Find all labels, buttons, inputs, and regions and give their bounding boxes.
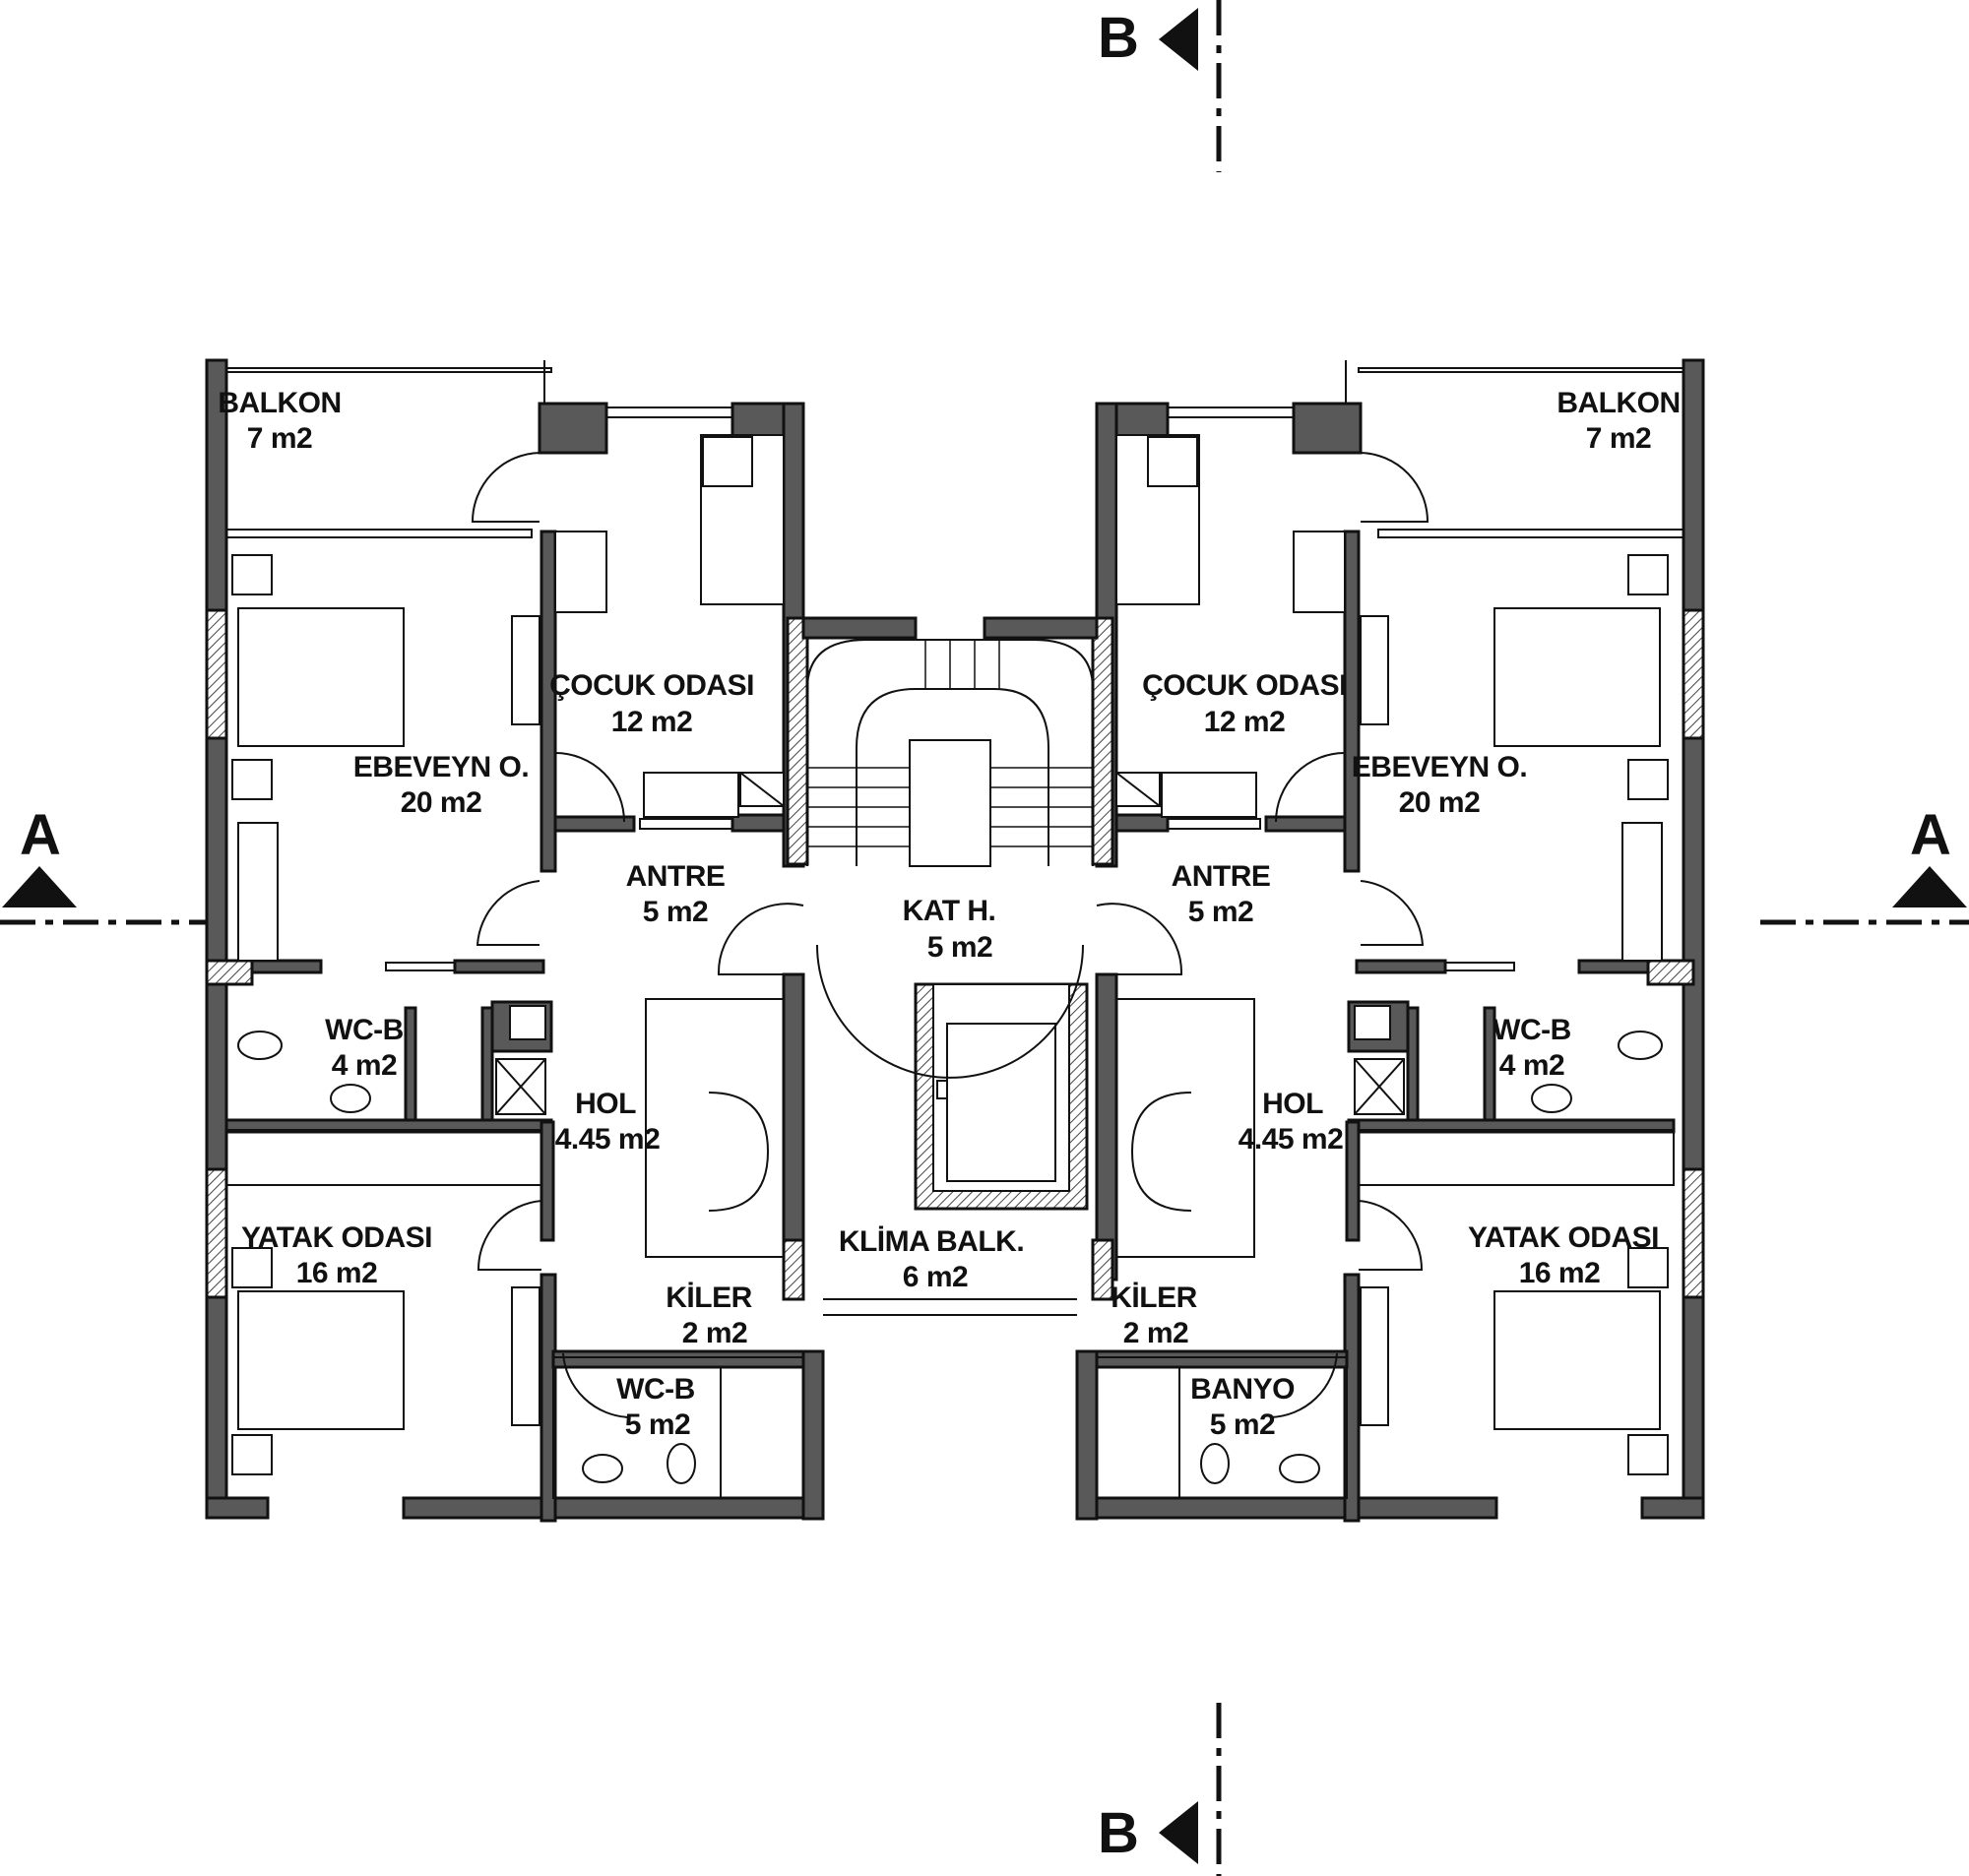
door-swings xyxy=(471,452,1429,1418)
room-area: 6 m2 xyxy=(903,1261,968,1293)
room-area: 5 m2 xyxy=(1188,896,1253,928)
arrow-up-icon xyxy=(1892,866,1967,907)
bed-icon xyxy=(1493,607,1661,747)
room-area: 2 m2 xyxy=(682,1317,747,1349)
nightstand-icon xyxy=(231,554,273,595)
room-name: KİLER xyxy=(666,1282,752,1314)
room-area: 5 m2 xyxy=(643,896,708,928)
room-name: EBEVEYN O. xyxy=(1352,751,1527,783)
nightstand-icon xyxy=(1627,759,1669,800)
arrow-up-icon xyxy=(2,866,77,907)
room-name: EBEVEYN O. xyxy=(353,751,529,783)
wardrobe-icon xyxy=(643,772,739,818)
desk-icon xyxy=(1360,1286,1389,1426)
toilet-icon xyxy=(1618,1031,1663,1060)
sink-icon xyxy=(1279,1454,1320,1483)
room-area: 20 m2 xyxy=(1399,786,1481,819)
room-name: BALKON xyxy=(218,387,341,419)
wardrobe-icon xyxy=(237,822,279,962)
room-name: WC-B xyxy=(325,1014,404,1046)
room-area: 16 m2 xyxy=(296,1257,378,1289)
sink-icon xyxy=(330,1084,371,1113)
room-area: 4 m2 xyxy=(1499,1049,1564,1082)
desk-icon xyxy=(511,615,540,725)
arrow-left-icon xyxy=(1159,8,1198,71)
room-area: 12 m2 xyxy=(1204,706,1286,738)
nightstand-icon xyxy=(1627,554,1669,595)
room-name: ÇOCUK ODASI xyxy=(1142,669,1347,702)
pillow-icon xyxy=(702,436,753,487)
room-area: 12 m2 xyxy=(611,706,693,738)
room-name: KLİMA BALK. xyxy=(839,1225,1024,1258)
room-area: 4.45 m2 xyxy=(1239,1123,1344,1156)
nightstand-icon xyxy=(1627,1434,1669,1475)
bed-icon xyxy=(237,607,405,747)
right-unit-walls xyxy=(1075,358,1705,1523)
room-name: WC-B xyxy=(1493,1014,1571,1046)
room-area: 4 m2 xyxy=(332,1049,397,1082)
desk-icon xyxy=(1293,531,1346,613)
stair-treads xyxy=(807,640,1093,847)
section-label-b-top: B xyxy=(1098,6,1138,70)
room-area: 4.45 m2 xyxy=(555,1123,661,1156)
nightstand-icon xyxy=(231,1434,273,1475)
room-name: BALKON xyxy=(1556,387,1680,419)
nightstand-icon xyxy=(231,759,273,800)
toilet-icon xyxy=(237,1031,283,1060)
wardrobe-icon xyxy=(1161,772,1257,818)
room-area: 5 m2 xyxy=(1210,1408,1275,1441)
wardrobe-icon xyxy=(1621,822,1663,962)
desk-icon xyxy=(1360,615,1389,725)
pillow-icon xyxy=(1147,436,1198,487)
left-unit-walls xyxy=(205,358,825,1523)
arrow-left-icon xyxy=(1159,1801,1198,1864)
room-name: HOL xyxy=(575,1088,636,1120)
bed-icon xyxy=(1493,1290,1661,1430)
core xyxy=(645,616,1255,1316)
furniture xyxy=(231,434,1669,1484)
room-name: ANTRE xyxy=(1172,860,1271,893)
room-area: 2 m2 xyxy=(1123,1317,1188,1349)
room-name: BANYO xyxy=(1190,1373,1295,1406)
room-area: 7 m2 xyxy=(247,422,312,455)
room-name: ÇOCUK ODASI xyxy=(549,669,754,702)
sink-icon xyxy=(582,1454,623,1483)
room-name: HOL xyxy=(1262,1088,1323,1120)
room-name: WC-B xyxy=(616,1373,695,1406)
room-area: 5 m2 xyxy=(927,931,992,964)
room-labels: BALKON 7 m2 BALKON 7 m2 ÇOCUK ODASI 12 m… xyxy=(218,387,1681,1441)
desk-icon xyxy=(554,531,607,613)
room-name: YATAK ODASI xyxy=(1468,1221,1659,1254)
nightstand-icon xyxy=(231,1247,273,1288)
toilet-icon xyxy=(1200,1443,1230,1484)
room-name: KAT H. xyxy=(903,895,996,927)
room-area: 16 m2 xyxy=(1519,1257,1601,1289)
room-name: ANTRE xyxy=(626,860,726,893)
room-area: 7 m2 xyxy=(1586,422,1651,455)
bed-icon xyxy=(237,1290,405,1430)
room-area: 5 m2 xyxy=(625,1408,690,1441)
toilet-icon xyxy=(667,1443,696,1484)
room-name: KİLER xyxy=(1111,1282,1197,1314)
room-name: YATAK ODASI xyxy=(241,1221,432,1254)
section-label-b-bottom: B xyxy=(1098,1801,1138,1865)
section-label-a-left: A xyxy=(20,803,60,867)
sink-icon xyxy=(1531,1084,1572,1113)
nightstand-icon xyxy=(1627,1247,1669,1288)
section-label-a-right: A xyxy=(1910,803,1950,867)
desk-icon xyxy=(511,1286,540,1426)
room-area: 20 m2 xyxy=(401,786,482,819)
